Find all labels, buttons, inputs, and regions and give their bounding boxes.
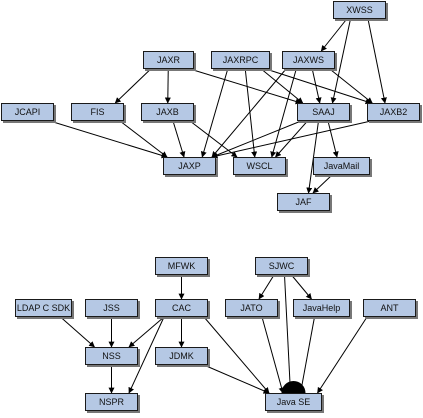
- edge-javahelp-to-javase: [298, 316, 315, 394]
- node-java-se: Java SE: [265, 393, 322, 411]
- edge-jaxws-to-jaxp: [211, 68, 287, 158]
- edge-xwss-to-jaxws: [320, 18, 348, 52]
- edge-sjwc-to-javase: [284, 274, 294, 394]
- edge-jaxb2-to-jaxp: [211, 120, 372, 159]
- node-wscl: WSCL: [233, 157, 286, 175]
- node-jdmk: JDMK: [155, 347, 208, 365]
- node-saaj: SAAJ: [297, 103, 350, 121]
- node-fis: FIS: [71, 103, 124, 121]
- edge-xwss-to-saaj: [330, 18, 351, 104]
- node-xwss: XWSS: [333, 1, 386, 19]
- edge-jaxrpc-to-jaxb2: [265, 68, 372, 105]
- edge-jcapi-to-jaxp: [49, 120, 168, 159]
- edge-javamail-to-jaf: [312, 174, 333, 194]
- edge-jaxr-to-jaxb: [164, 68, 171, 104]
- node-ant: ANT: [363, 299, 416, 317]
- node-jaxr: JAXR: [143, 51, 194, 69]
- edge-jaxws-to-saaj: [311, 68, 322, 104]
- node-javahelp: JavaHelp: [293, 299, 350, 317]
- node-jato: JATO: [225, 299, 278, 317]
- node-nss: NSS: [85, 347, 138, 365]
- edge-sjwc-to-jato: [258, 274, 275, 300]
- edge-ant-to-javase: [317, 316, 368, 394]
- edge-jaxrpc-to-saaj: [260, 68, 304, 104]
- node-javamail: JavaMail: [313, 157, 370, 175]
- edge-jaxb-to-wscl: [189, 120, 238, 158]
- edge-cac-to-nspr: [128, 316, 165, 394]
- edge-cac-to-nss: [128, 316, 165, 348]
- node-jaxrpc: JAXRPC: [211, 51, 270, 69]
- edge-jdmk-to-javase: [203, 364, 270, 394]
- node-jaf: JAF: [277, 193, 330, 211]
- node-jcapi: JCAPI: [1, 103, 54, 121]
- node-jaxb: JAXB: [141, 103, 194, 121]
- edge-sjwc-to-javahelp: [291, 274, 312, 300]
- node-jss: JSS: [85, 299, 138, 317]
- node-mfwk: MFWK: [155, 257, 208, 275]
- edge-jaxr-to-saaj: [189, 68, 302, 105]
- edge-jaxws-to-jaxb2: [329, 68, 373, 104]
- node-ldap-c-sdk: LDAP C SDK: [15, 299, 72, 317]
- edge-saaj-to-javamail: [327, 120, 339, 158]
- node-nspr: NSPR: [85, 393, 138, 411]
- edge-fis-to-jaxp: [119, 120, 168, 158]
- edge-jaxr-to-fis: [114, 68, 152, 104]
- edge-xwss-to-jaxb2: [367, 18, 387, 104]
- node-jaxws: JAXWS: [282, 51, 335, 69]
- node-sjwc: SJWC: [255, 257, 308, 275]
- edge-cac-to-javase: [203, 316, 270, 394]
- node-cac: CAC: [155, 299, 208, 317]
- edge-jaxrpc-to-jaxp: [200, 68, 229, 158]
- edge-jaxrpc-to-wscl: [244, 68, 258, 158]
- edge-jato-to-javase: [261, 316, 285, 394]
- edge-jaxb-to-jaxp: [172, 120, 186, 158]
- edge-ldap-to-nss: [60, 316, 95, 348]
- java-se-arrowhead-cluster: [281, 381, 306, 393]
- node-jaxb2: JAXB2: [367, 103, 420, 121]
- edge-saaj-to-jaxp: [211, 120, 302, 158]
- node-jaxp: JAXP: [163, 157, 216, 175]
